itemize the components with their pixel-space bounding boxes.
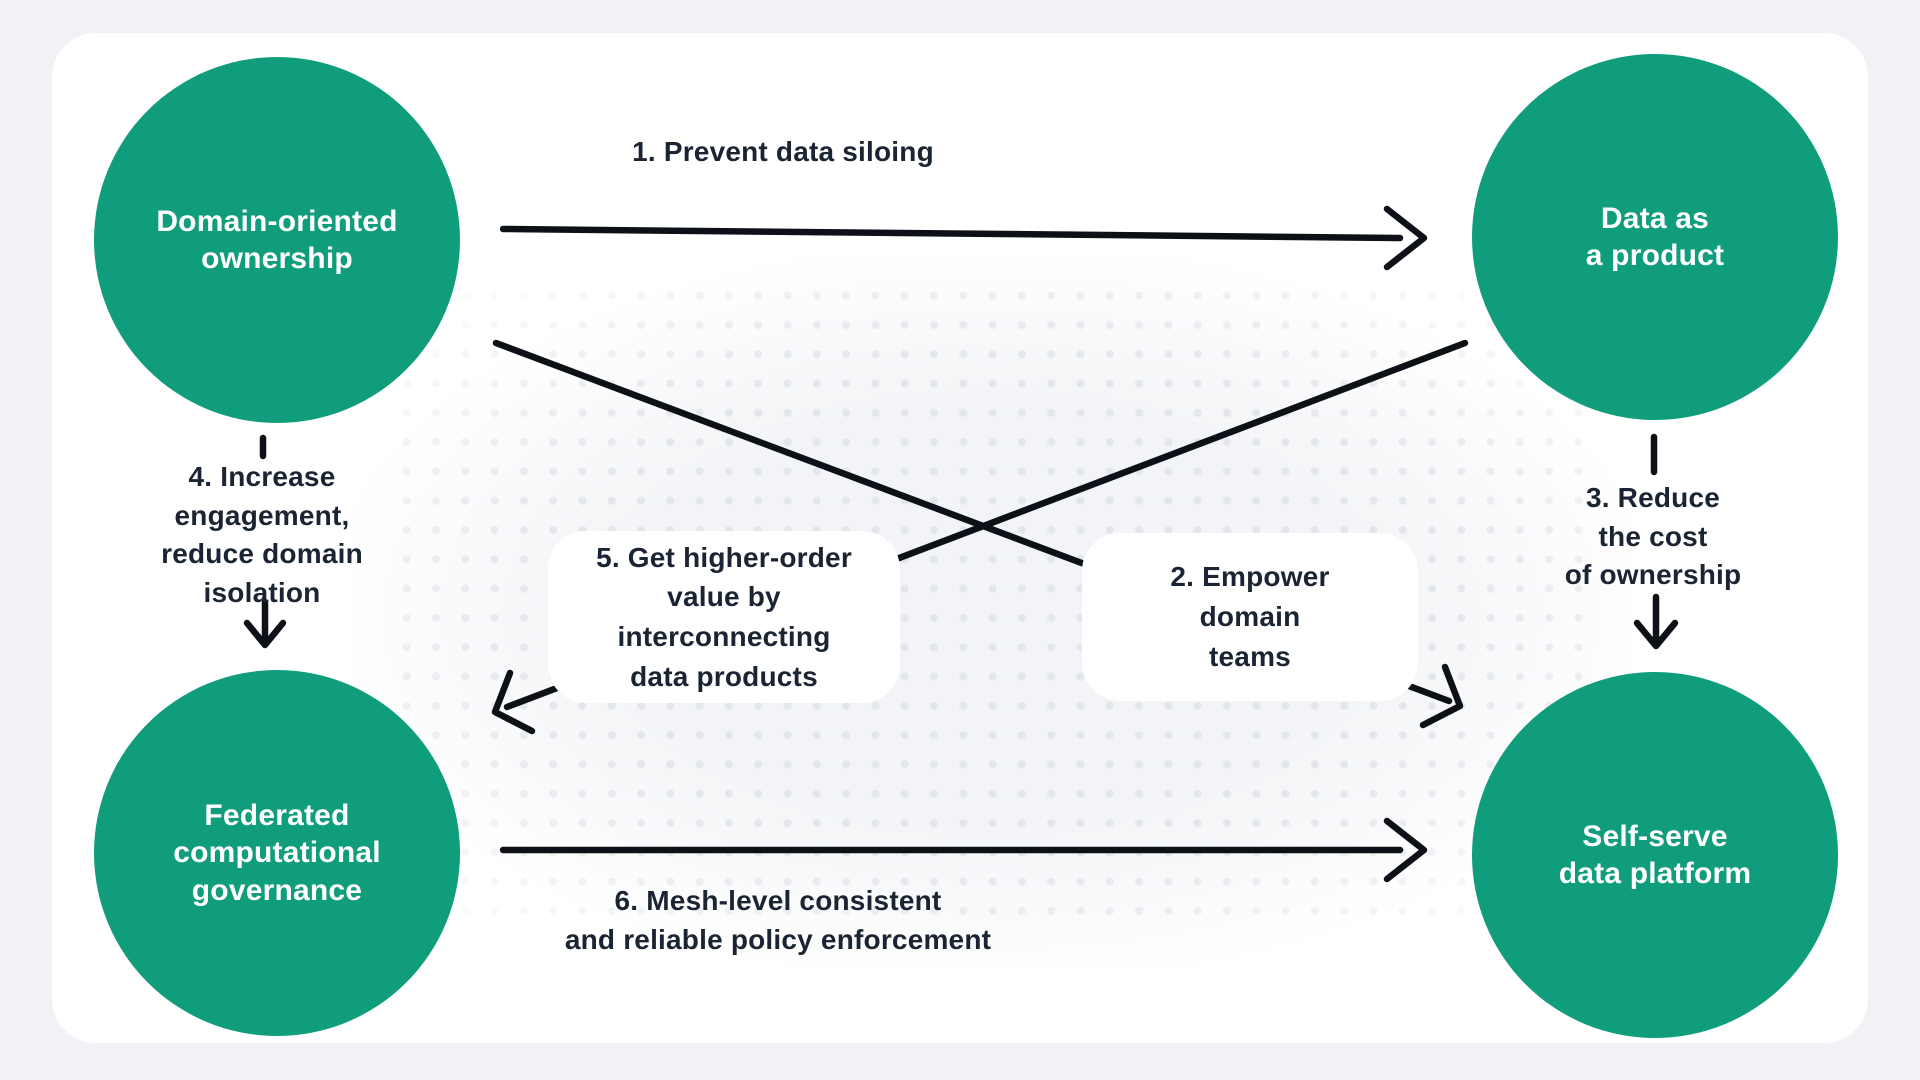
edge-label-prevent-data-siloing: 1. Prevent data siloing [632,136,934,167]
arrow-increase-engagement [243,434,287,649]
arrow-prevent-data-siloing [499,205,1428,271]
node-self-serve-data-platform: Self-serve data platform [1472,672,1838,1038]
arrowhead-down-right-icon [1419,663,1464,729]
edge-label-policy-enforcement: 6. Mesh-level consistent and reliable po… [564,885,992,955]
arrow-policy-enforcement [499,817,1428,883]
node-data-as-a-product: Data as a product [1472,54,1838,420]
node-domain-oriented-ownership: Domain-oriented ownership [94,57,460,423]
arrowhead-right-icon [1383,817,1428,883]
arrowhead-right-icon [1383,205,1428,271]
arrowhead-down-icon [243,619,287,649]
arrowhead-down-left-icon [491,669,536,735]
edge-label-reduce-cost: 3. Reduce the cost of ownership [1564,482,1742,591]
edge-label-empower-domain-teams: 2. Empower domain teams [1082,533,1418,701]
edge-label-increase-engagement: 4. Increase engagement, reduce domain is… [161,461,363,608]
node-federated-computational-governance: Federated computational governance [94,670,460,1036]
arrowhead-down-icon [1633,619,1679,650]
arrow-reduce-cost [1633,433,1679,650]
edge-label-higher-order-value: 5. Get higher-order value by interconnec… [548,531,900,703]
